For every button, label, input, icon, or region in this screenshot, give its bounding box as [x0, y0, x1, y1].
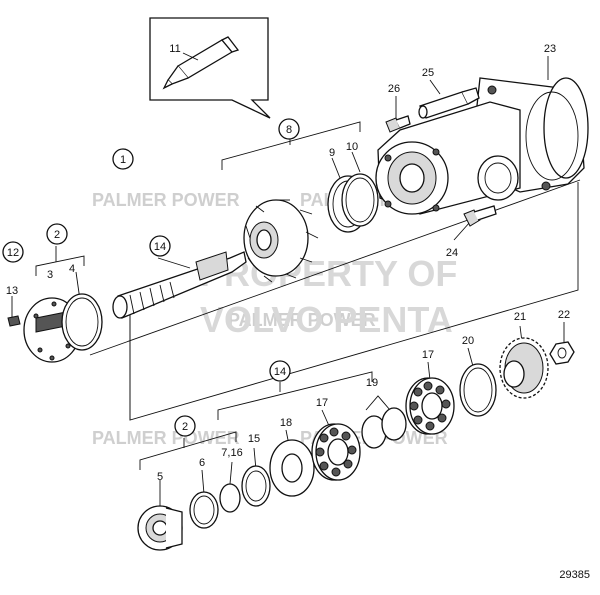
circlips-19 [361, 407, 407, 449]
callout-5: 5 [157, 471, 163, 483]
callout-20: 20 [462, 335, 474, 347]
callout-7-16: 7,16 [221, 447, 242, 459]
callout-13: 13 [6, 285, 18, 297]
bolt-26 [385, 115, 411, 133]
spacer-18 [269, 439, 315, 497]
drawing-number: 29385 [559, 569, 590, 581]
callout-21: 21 [514, 311, 526, 323]
callout-4: 4 [69, 263, 75, 275]
o-ring-20 [459, 363, 497, 417]
callout-11: 11 [169, 43, 180, 55]
callout-25: 25 [422, 67, 434, 79]
watermark-palmer-power-1: PALMER POWER [92, 190, 240, 210]
callout-2-lower: 2 [182, 421, 188, 433]
circlip-6 [189, 491, 219, 529]
callout-14-upper: 14 [154, 241, 166, 253]
callout-24: 24 [446, 247, 458, 259]
o-rings-9-10 [327, 173, 379, 233]
nut-22 [549, 341, 575, 365]
callout-labels: 1 2 2 3 4 5 6 7,16 8 9 10 11 12 13 14 14… [6, 43, 570, 483]
callout-9: 9 [329, 147, 335, 159]
washer-15 [241, 465, 271, 507]
callout-15: 15 [248, 433, 260, 445]
callout-1: 1 [120, 154, 126, 166]
callout-17-right: 17 [422, 349, 434, 361]
bearing-17-left [311, 423, 361, 481]
bearing-17-right [405, 377, 455, 435]
stud-25 [418, 87, 480, 119]
callout-3: 3 [47, 269, 53, 281]
callout-6: 6 [199, 457, 205, 469]
gasket-4 [61, 293, 103, 351]
watermark-palmer-power-3: PALMER POWER [228, 310, 376, 330]
impeller [243, 199, 319, 283]
bolt-24 [463, 205, 497, 227]
pump-shaft [112, 251, 247, 319]
callout-22: 22 [558, 309, 570, 321]
watermark-palmer-power-4: PALMER POWER [92, 428, 240, 448]
sealant-tube-icon [162, 36, 240, 90]
seal-5 [137, 505, 183, 551]
screw-13 [7, 315, 21, 327]
callout-12: 12 [7, 247, 19, 259]
callout-19: 19 [366, 377, 378, 389]
watermark-volvo-penta: VOLVO PENTA [200, 299, 453, 340]
callout-8: 8 [286, 124, 292, 136]
callout-26: 26 [388, 83, 400, 95]
callout-18: 18 [280, 417, 292, 429]
gear-21 [499, 337, 549, 399]
callout-10: 10 [346, 141, 358, 153]
callout-23: 23 [544, 43, 556, 55]
callout-17-left: 17 [316, 397, 328, 409]
callout-14-lower: 14 [274, 366, 286, 378]
sealant-callout-box [149, 17, 271, 119]
callout-2-upper: 2 [54, 229, 60, 241]
o-ring-7-16 [219, 483, 241, 513]
leader-lines [11, 56, 581, 510]
watermark-layer: PALMER POWER PALMER POWER PALMER POWER P… [92, 190, 457, 448]
pump-housing [375, 77, 589, 215]
circled-callouts [2, 118, 300, 437]
